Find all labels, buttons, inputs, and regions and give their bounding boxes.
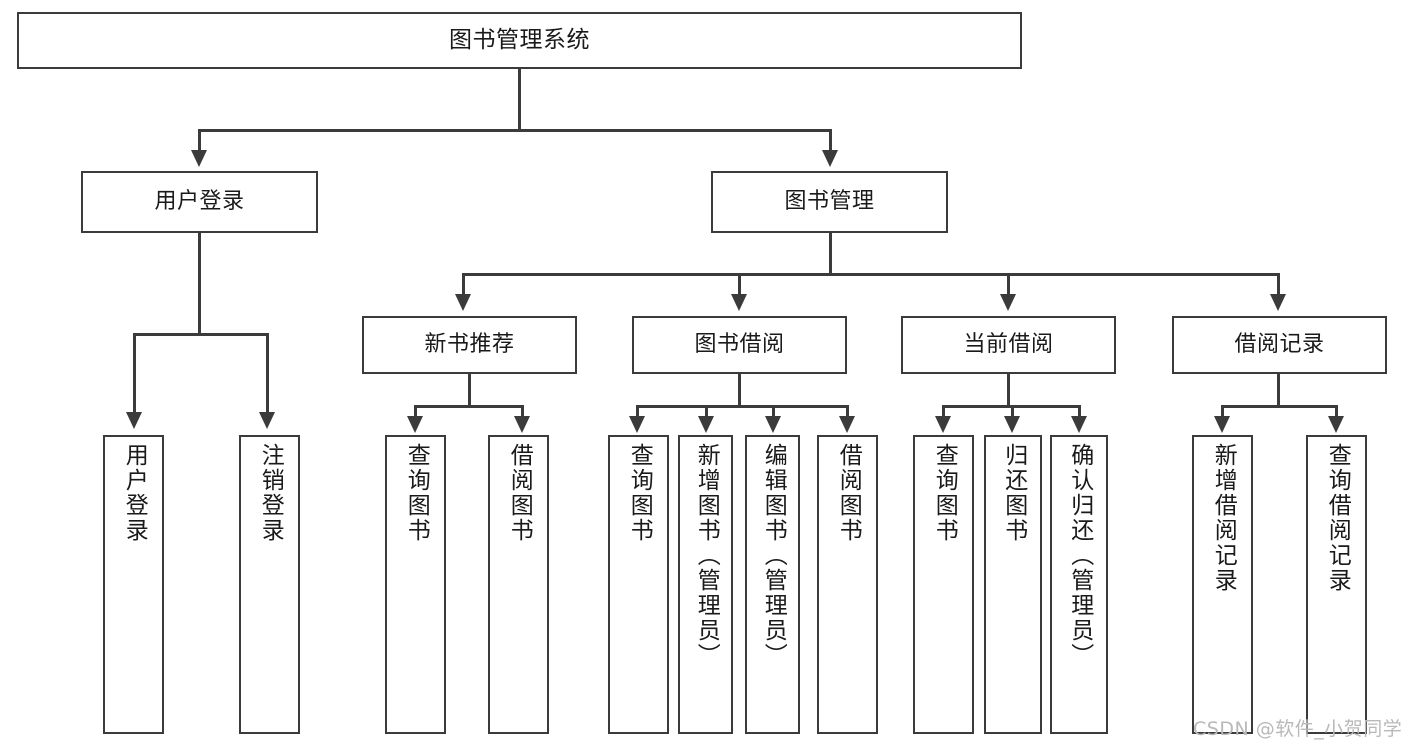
node-label: 归还图书 [1000,443,1027,543]
edge-user-login-child-2 [266,333,269,415]
edge-borrow-record-child-2 [1335,405,1338,419]
arrow-book-borrow-child-1 [629,416,645,433]
arrow-user-login-child-1 [126,412,142,429]
edge-level2-bus [198,129,832,132]
node-book-management[interactable]: 图书管理 [711,171,948,233]
edge-to-book-management [829,129,832,153]
arrow-current-borrow-child-1 [935,416,951,433]
node-label: 借阅图书 [506,443,533,543]
edge-to-new-book-recommend [462,273,465,297]
node-label: 用户登录 [154,188,245,214]
edge-book-management-stem [829,233,832,275]
edge-book-borrow-stem [738,374,741,407]
leaf-query-book-recommend[interactable]: 查询图书 [385,435,446,734]
node-label: 借阅记录 [1234,331,1325,357]
node-new-book-recommend[interactable]: 新书推荐 [362,316,577,374]
arrow-borrow-record-child-2 [1328,416,1344,433]
leaf-borrow-book[interactable]: 借阅图书 [817,435,878,734]
edge-current-borrow-child-3 [1078,405,1081,419]
arrow-to-book-borrow [731,294,747,311]
node-label: 查询图书 [626,443,653,543]
node-book-borrow[interactable]: 图书借阅 [632,316,847,374]
edge-user-login-stem [198,233,201,335]
node-label: 确认归还（管理员） [1066,443,1093,668]
edge-current-borrow-child-1 [942,405,945,419]
node-root-book-management-system[interactable]: 图书管理系统 [17,12,1022,69]
edge-book-borrow-child-3 [772,405,775,419]
edge-level3-bus [462,273,1280,276]
arrow-new-book-recommend-child-2 [514,416,530,433]
edge-borrow-record-child-1 [1221,405,1224,419]
node-label: 新增图书（管理员） [693,443,720,668]
node-label: 图书借阅 [694,331,785,357]
node-label: 查询图书 [403,443,430,543]
node-borrow-record[interactable]: 借阅记录 [1172,316,1387,374]
edge-new-book-recommend-bus [414,405,524,408]
node-label: 图书管理系统 [449,26,590,53]
leaf-user-login[interactable]: 用户登录 [103,435,164,734]
leaf-edit-book-admin[interactable]: 编辑图书（管理员） [745,435,800,734]
arrow-book-borrow-child-4 [839,416,855,433]
edge-book-borrow-bus [636,405,849,408]
edge-borrow-record-stem [1277,374,1280,407]
node-label: 查询图书 [931,443,958,543]
edge-borrow-record-bus [1221,405,1338,408]
edge-book-borrow-child-4 [846,405,849,419]
edge-new-book-recommend-child-2 [521,405,524,419]
arrow-book-borrow-child-2 [698,416,714,433]
edge-user-login-bus [133,333,269,336]
node-label: 图书管理 [784,188,875,214]
arrow-current-borrow-child-3 [1071,416,1087,433]
node-current-borrow[interactable]: 当前借阅 [901,316,1116,374]
arrow-to-current-borrow [1000,294,1016,311]
node-label: 查询借阅记录 [1324,443,1351,593]
edge-new-book-recommend-stem [468,374,471,407]
node-user-login[interactable]: 用户登录 [81,171,318,233]
arrow-to-new-book-recommend [455,294,471,311]
node-label: 注销登录 [257,443,284,543]
node-label: 当前借阅 [963,331,1054,357]
arrow-book-borrow-child-3 [765,416,781,433]
leaf-add-book-admin[interactable]: 新增图书（管理员） [678,435,733,734]
arrow-to-borrow-record [1270,294,1286,311]
leaf-query-book-borrow[interactable]: 查询图书 [608,435,669,734]
leaf-logout[interactable]: 注销登录 [239,435,300,734]
arrow-to-book-management [822,150,838,167]
leaf-query-book-current[interactable]: 查询图书 [913,435,974,734]
edge-current-borrow-child-2 [1011,405,1014,419]
leaf-add-borrow-record[interactable]: 新增借阅记录 [1192,435,1253,734]
edge-root-stem [518,69,521,131]
edge-to-current-borrow [1007,273,1010,297]
edge-to-user-login [198,129,201,153]
leaf-return-book[interactable]: 归还图书 [984,435,1042,734]
edge-current-borrow-stem [1007,374,1010,407]
edge-book-borrow-child-2 [705,405,708,419]
edge-to-book-borrow [738,273,741,297]
edge-book-borrow-child-1 [636,405,639,419]
node-label: 用户登录 [121,443,148,543]
arrow-new-book-recommend-child-1 [407,416,423,433]
node-label: 新增借阅记录 [1210,443,1237,593]
arrow-user-login-child-2 [259,412,275,429]
edge-new-book-recommend-child-1 [414,405,417,419]
leaf-borrow-book-recommend[interactable]: 借阅图书 [488,435,549,734]
edge-user-login-child-1 [133,333,136,415]
edge-to-borrow-record [1277,273,1280,297]
arrow-borrow-record-child-1 [1214,416,1230,433]
node-label: 新书推荐 [424,331,515,357]
arrow-to-user-login [191,150,207,167]
leaf-query-borrow-record[interactable]: 查询借阅记录 [1306,435,1367,734]
arrow-current-borrow-child-2 [1004,416,1020,433]
leaf-confirm-return-admin[interactable]: 确认归还（管理员） [1050,435,1108,734]
node-label: 编辑图书（管理员） [760,443,787,668]
node-label: 借阅图书 [835,443,862,543]
